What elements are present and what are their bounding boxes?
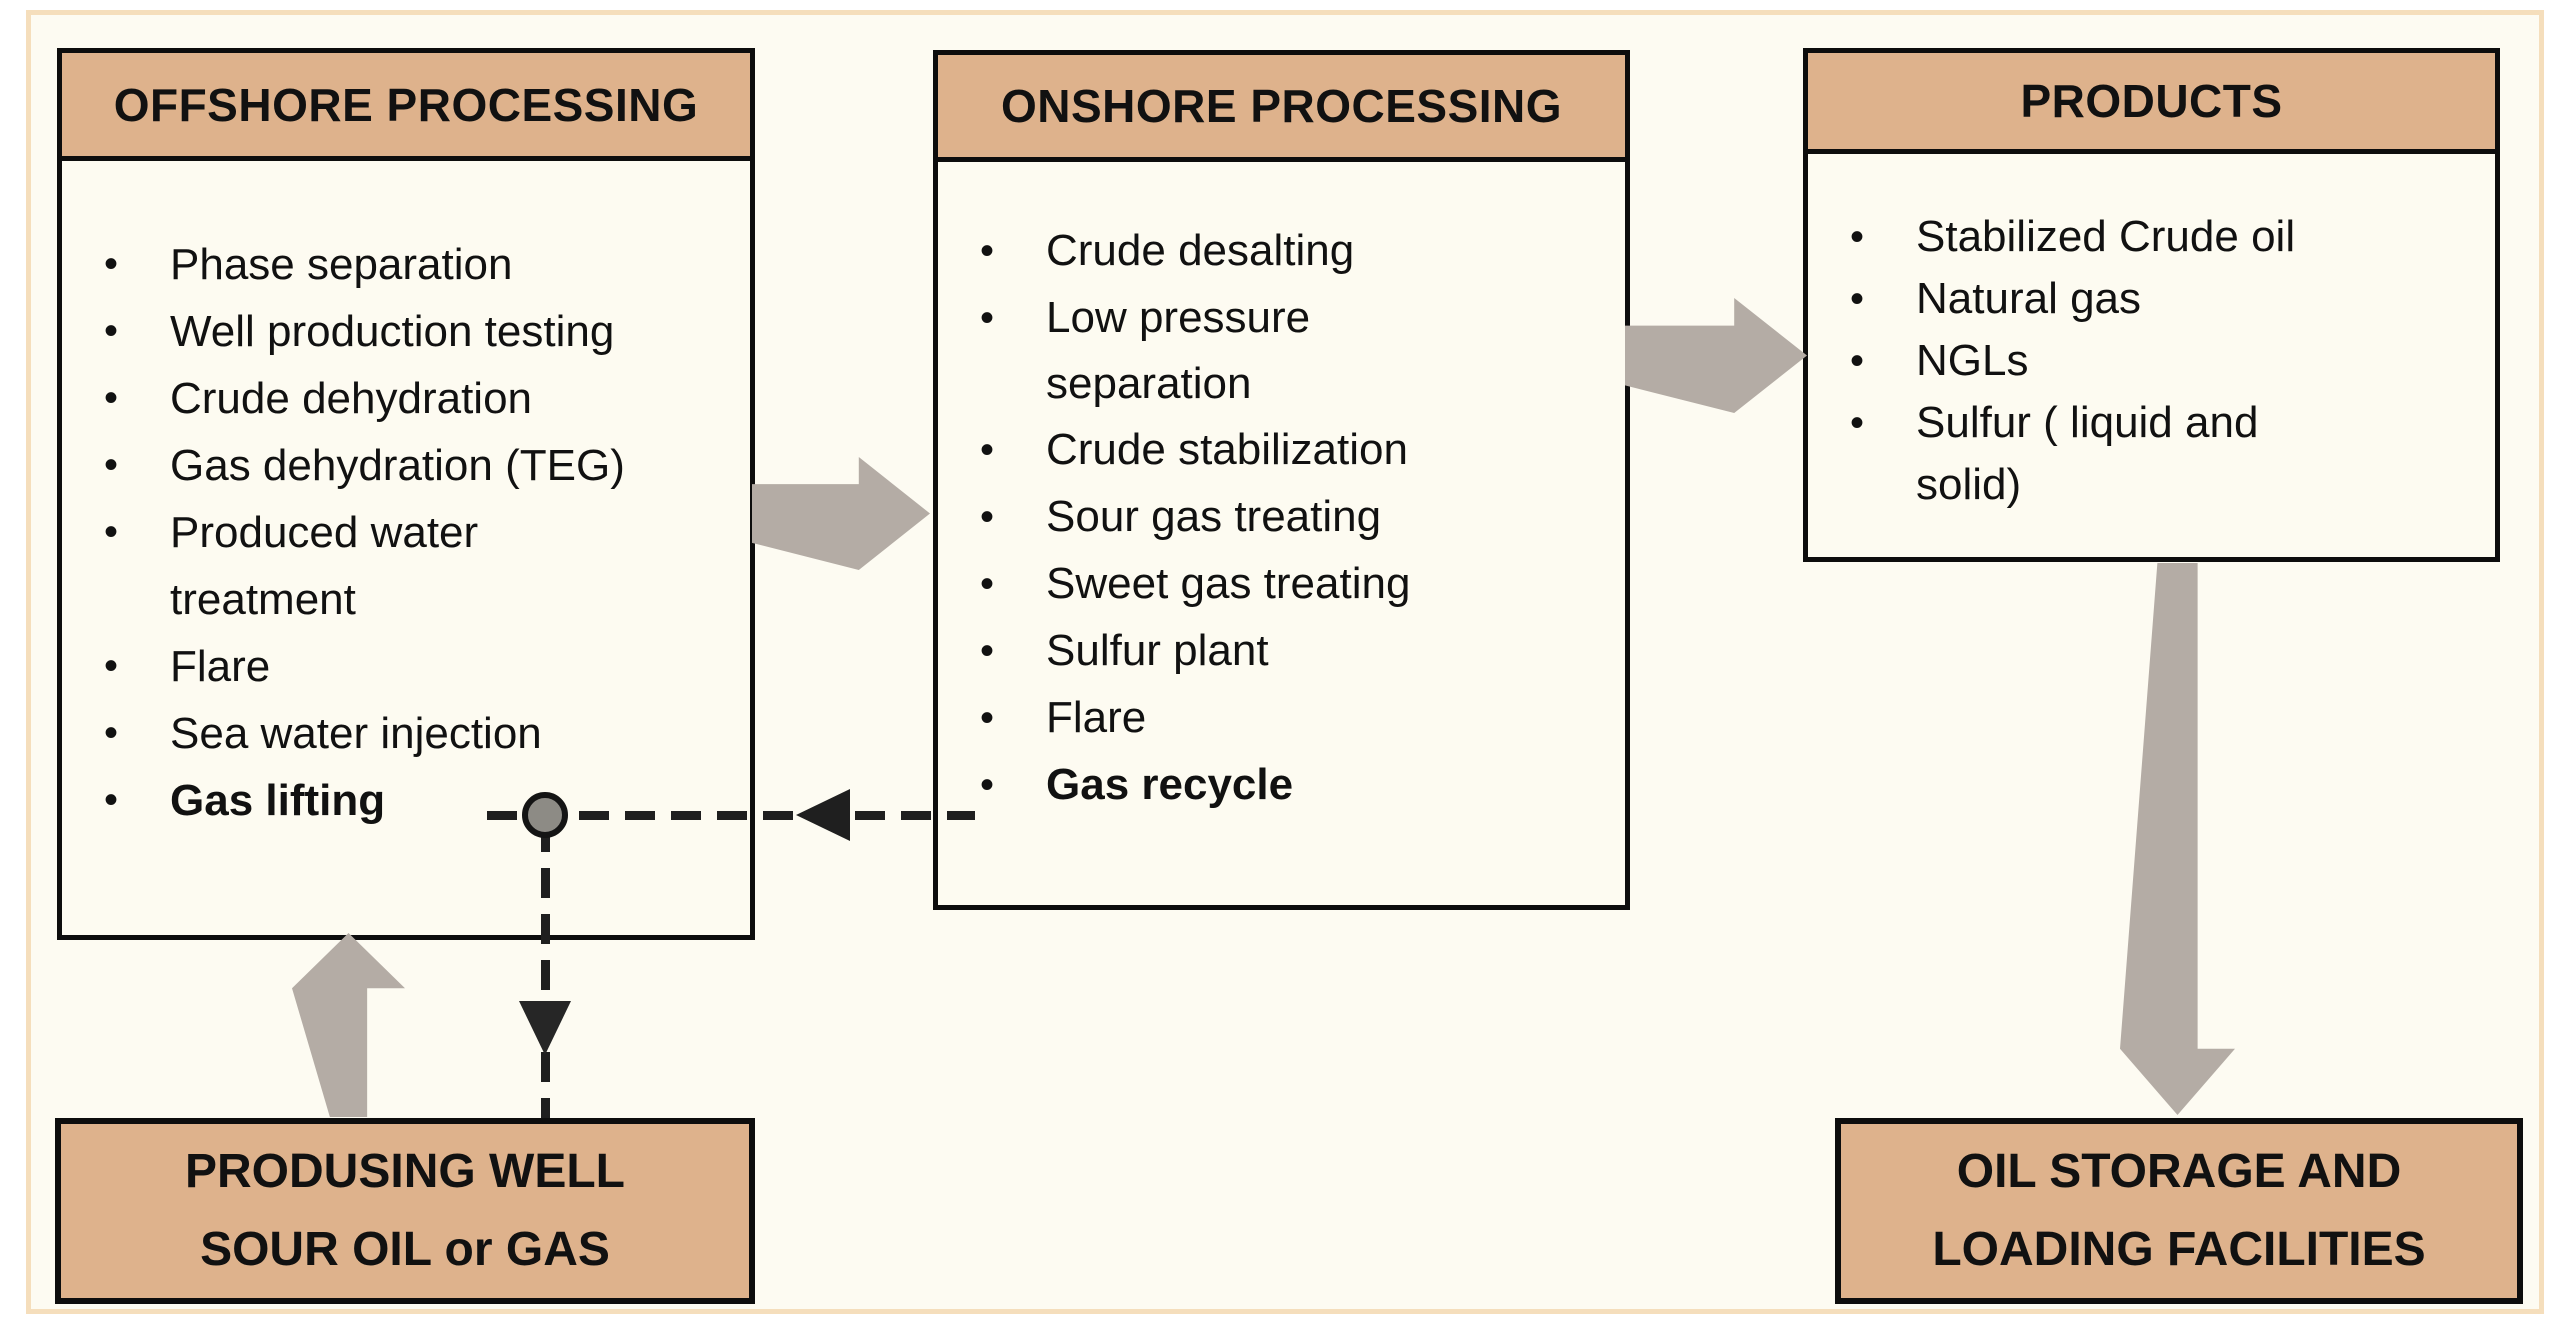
bullet-icon: • [980, 629, 995, 673]
bullet-icon: • [104, 443, 119, 487]
bullet-icon: • [1850, 277, 1865, 321]
junction-node-icon [522, 792, 568, 838]
onshore-processing-box: ONSHORE PROCESSING •Crude desalting •Low… [933, 50, 1630, 910]
products-box: PRODUCTS •Stabilized Crude oil •Natural … [1803, 48, 2500, 562]
offshore-processing-list: •Phase separation •Well production testi… [62, 161, 750, 834]
list-item: •Stabilized Crude oil [1850, 206, 2485, 268]
list-item: •Crude desalting [980, 218, 1615, 285]
oil-storage-box: OIL STORAGE AND LOADING FACILITIES [1835, 1118, 2523, 1304]
bullet-icon: • [980, 229, 995, 273]
list-item: •Sulfur plant [980, 618, 1615, 685]
list-item: •Natural gas [1850, 268, 2485, 330]
bullet-icon: • [1850, 339, 1865, 383]
list-item: •NGLs [1850, 330, 2485, 392]
products-title: PRODUCTS [1808, 53, 2495, 154]
gas-recycle-dashed-line-horizontal [487, 811, 975, 820]
producing-well-label: PRODUSING WELL SOUR OIL or GAS [185, 1145, 625, 1276]
bullet-icon: • [104, 510, 119, 554]
bullet-icon: • [104, 778, 119, 822]
bullet-icon: • [1850, 401, 1865, 445]
producing-well-box: PRODUSING WELL SOUR OIL or GAS [55, 1118, 755, 1304]
list-item: •Produced water treatment [104, 499, 740, 633]
list-item: •Sulfur ( liquid and solid) [1850, 392, 2485, 516]
bullet-icon: • [980, 296, 995, 340]
bullet-icon: • [980, 562, 995, 606]
list-item: •Flare [980, 685, 1615, 752]
arrowhead-down-icon [519, 1001, 571, 1055]
list-item: •Sweet gas treating [980, 551, 1615, 618]
bullet-icon: • [104, 711, 119, 755]
bullet-icon: • [104, 644, 119, 688]
offshore-processing-box: OFFSHORE PROCESSING •Phase separation •W… [57, 48, 755, 940]
list-item: •Crude stabilization [980, 417, 1615, 484]
bullet-icon: • [104, 309, 119, 353]
bullet-icon: • [980, 763, 995, 807]
bullet-icon: • [1850, 215, 1865, 259]
gas-recycle-dashed-line-vertical [541, 822, 550, 1118]
list-item: •Gas dehydration (TEG) [104, 432, 740, 499]
bullet-icon: • [980, 495, 995, 539]
onshore-processing-title: ONSHORE PROCESSING [938, 55, 1625, 162]
oil-storage-label: OIL STORAGE AND LOADING FACILITIES [1932, 1145, 2426, 1276]
offshore-processing-title: OFFSHORE PROCESSING [62, 53, 750, 161]
list-item: •Well production testing [104, 298, 740, 365]
list-item: •Sea water injection [104, 700, 740, 767]
list-item: •Sour gas treating [980, 484, 1615, 551]
products-list: •Stabilized Crude oil •Natural gas •NGLs… [1808, 154, 2495, 516]
list-item: •Flare [104, 633, 740, 700]
list-item: •Phase separation [104, 231, 740, 298]
arrowhead-left-icon [796, 789, 850, 841]
list-item: •Low pressure separation [980, 285, 1615, 417]
bullet-icon: • [980, 428, 995, 472]
list-item: •Crude dehydration [104, 365, 740, 432]
bullet-icon: • [104, 376, 119, 420]
bullet-icon: • [980, 696, 995, 740]
list-item-gas-lifting: •Gas lifting [104, 767, 740, 834]
list-item-gas-recycle: •Gas recycle [980, 752, 1615, 819]
bullet-icon: • [104, 242, 119, 286]
onshore-processing-list: •Crude desalting •Low pressure separatio… [938, 162, 1625, 819]
